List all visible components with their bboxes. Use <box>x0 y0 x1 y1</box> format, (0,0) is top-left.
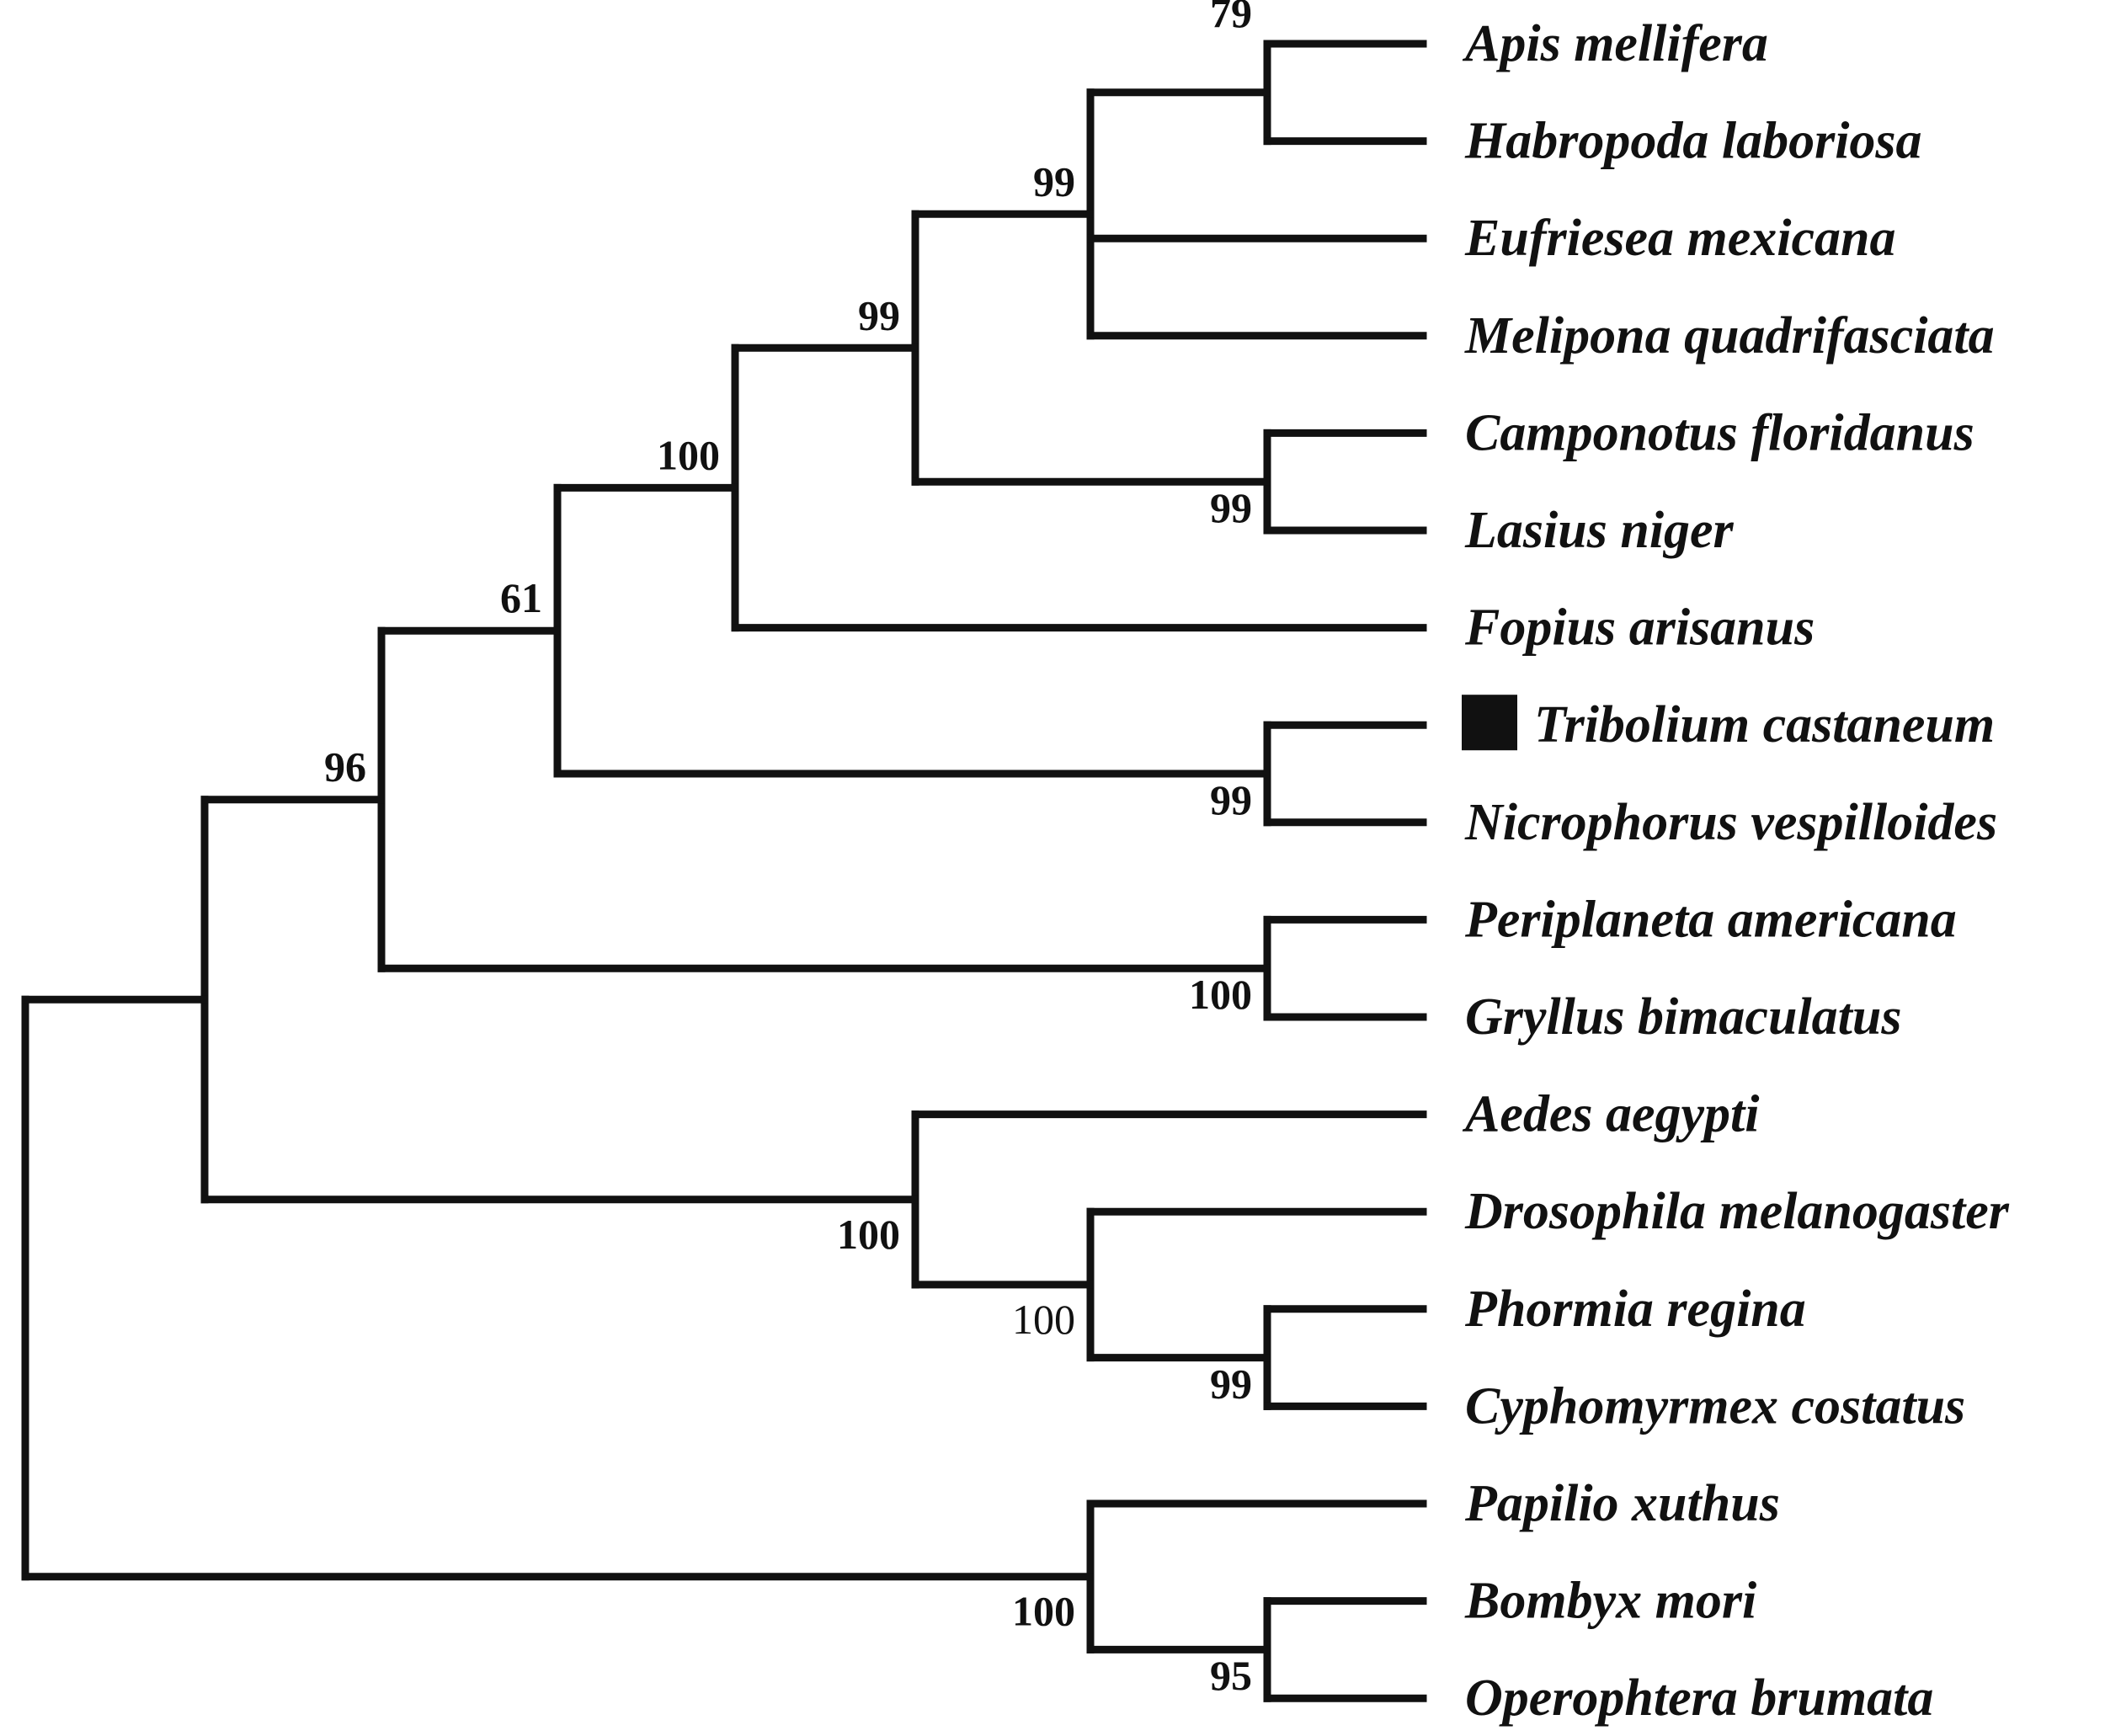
taxon-label: Lasius niger <box>1464 502 1735 559</box>
taxon-label: Papilio xuthus <box>1464 1475 1780 1532</box>
taxon-label: Nicrophorus vespilloides <box>1464 794 1997 851</box>
support-value: 61 <box>500 574 542 621</box>
taxon-label: Tribolium castaneum <box>1534 696 1995 754</box>
support-value: 95 <box>1210 1652 1252 1699</box>
taxon-label: Gryllus bimaculatus <box>1465 988 1902 1046</box>
taxon-label: Bombyx mori <box>1464 1573 1756 1630</box>
support-value: 100 <box>1189 971 1252 1018</box>
support-value: 96 <box>324 743 366 791</box>
taxon-label: Camponotus floridanus <box>1465 404 1974 461</box>
taxon-label: Apis mellifera <box>1462 15 1768 72</box>
taxon-label: Eufriesea mexicana <box>1464 210 1895 267</box>
support-value: 100 <box>1012 1588 1075 1635</box>
taxon-label: Aedes aegypti <box>1462 1086 1760 1143</box>
support-value: 99 <box>858 291 900 338</box>
support-value: 99 <box>1210 776 1252 823</box>
support-value: 100 <box>837 1211 900 1258</box>
highlight-square-marker <box>1462 695 1517 751</box>
taxon-label: Fopius arisanus <box>1464 599 1815 657</box>
taxon-label: Cyphomyrmex costatus <box>1465 1377 1965 1435</box>
taxon-label: Melipona quadrifasciata <box>1464 307 1995 365</box>
support-value: 99 <box>1033 157 1075 205</box>
support-value: 99 <box>1210 484 1252 531</box>
support-value: 79 <box>1210 0 1252 36</box>
support-value: 100 <box>657 431 720 478</box>
support-value: 99 <box>1210 1360 1252 1407</box>
taxon-label: Periplaneta americana <box>1464 891 1957 948</box>
highlight-markers <box>1462 695 1517 751</box>
tree-branches <box>21 40 1427 1702</box>
support-value: 100 <box>1012 1296 1075 1343</box>
support-values: 79 99 99 99 100 61 99 96 100 100 100 99 100 95 <box>324 0 1252 1699</box>
taxon-label: Operophtera brumata <box>1465 1669 1933 1727</box>
taxon-label: Habropoda laboriosa <box>1464 113 1922 170</box>
taxon-label: Drosophila melanogaster <box>1464 1183 2010 1240</box>
taxon-label: Phormia regina <box>1464 1281 1806 1338</box>
